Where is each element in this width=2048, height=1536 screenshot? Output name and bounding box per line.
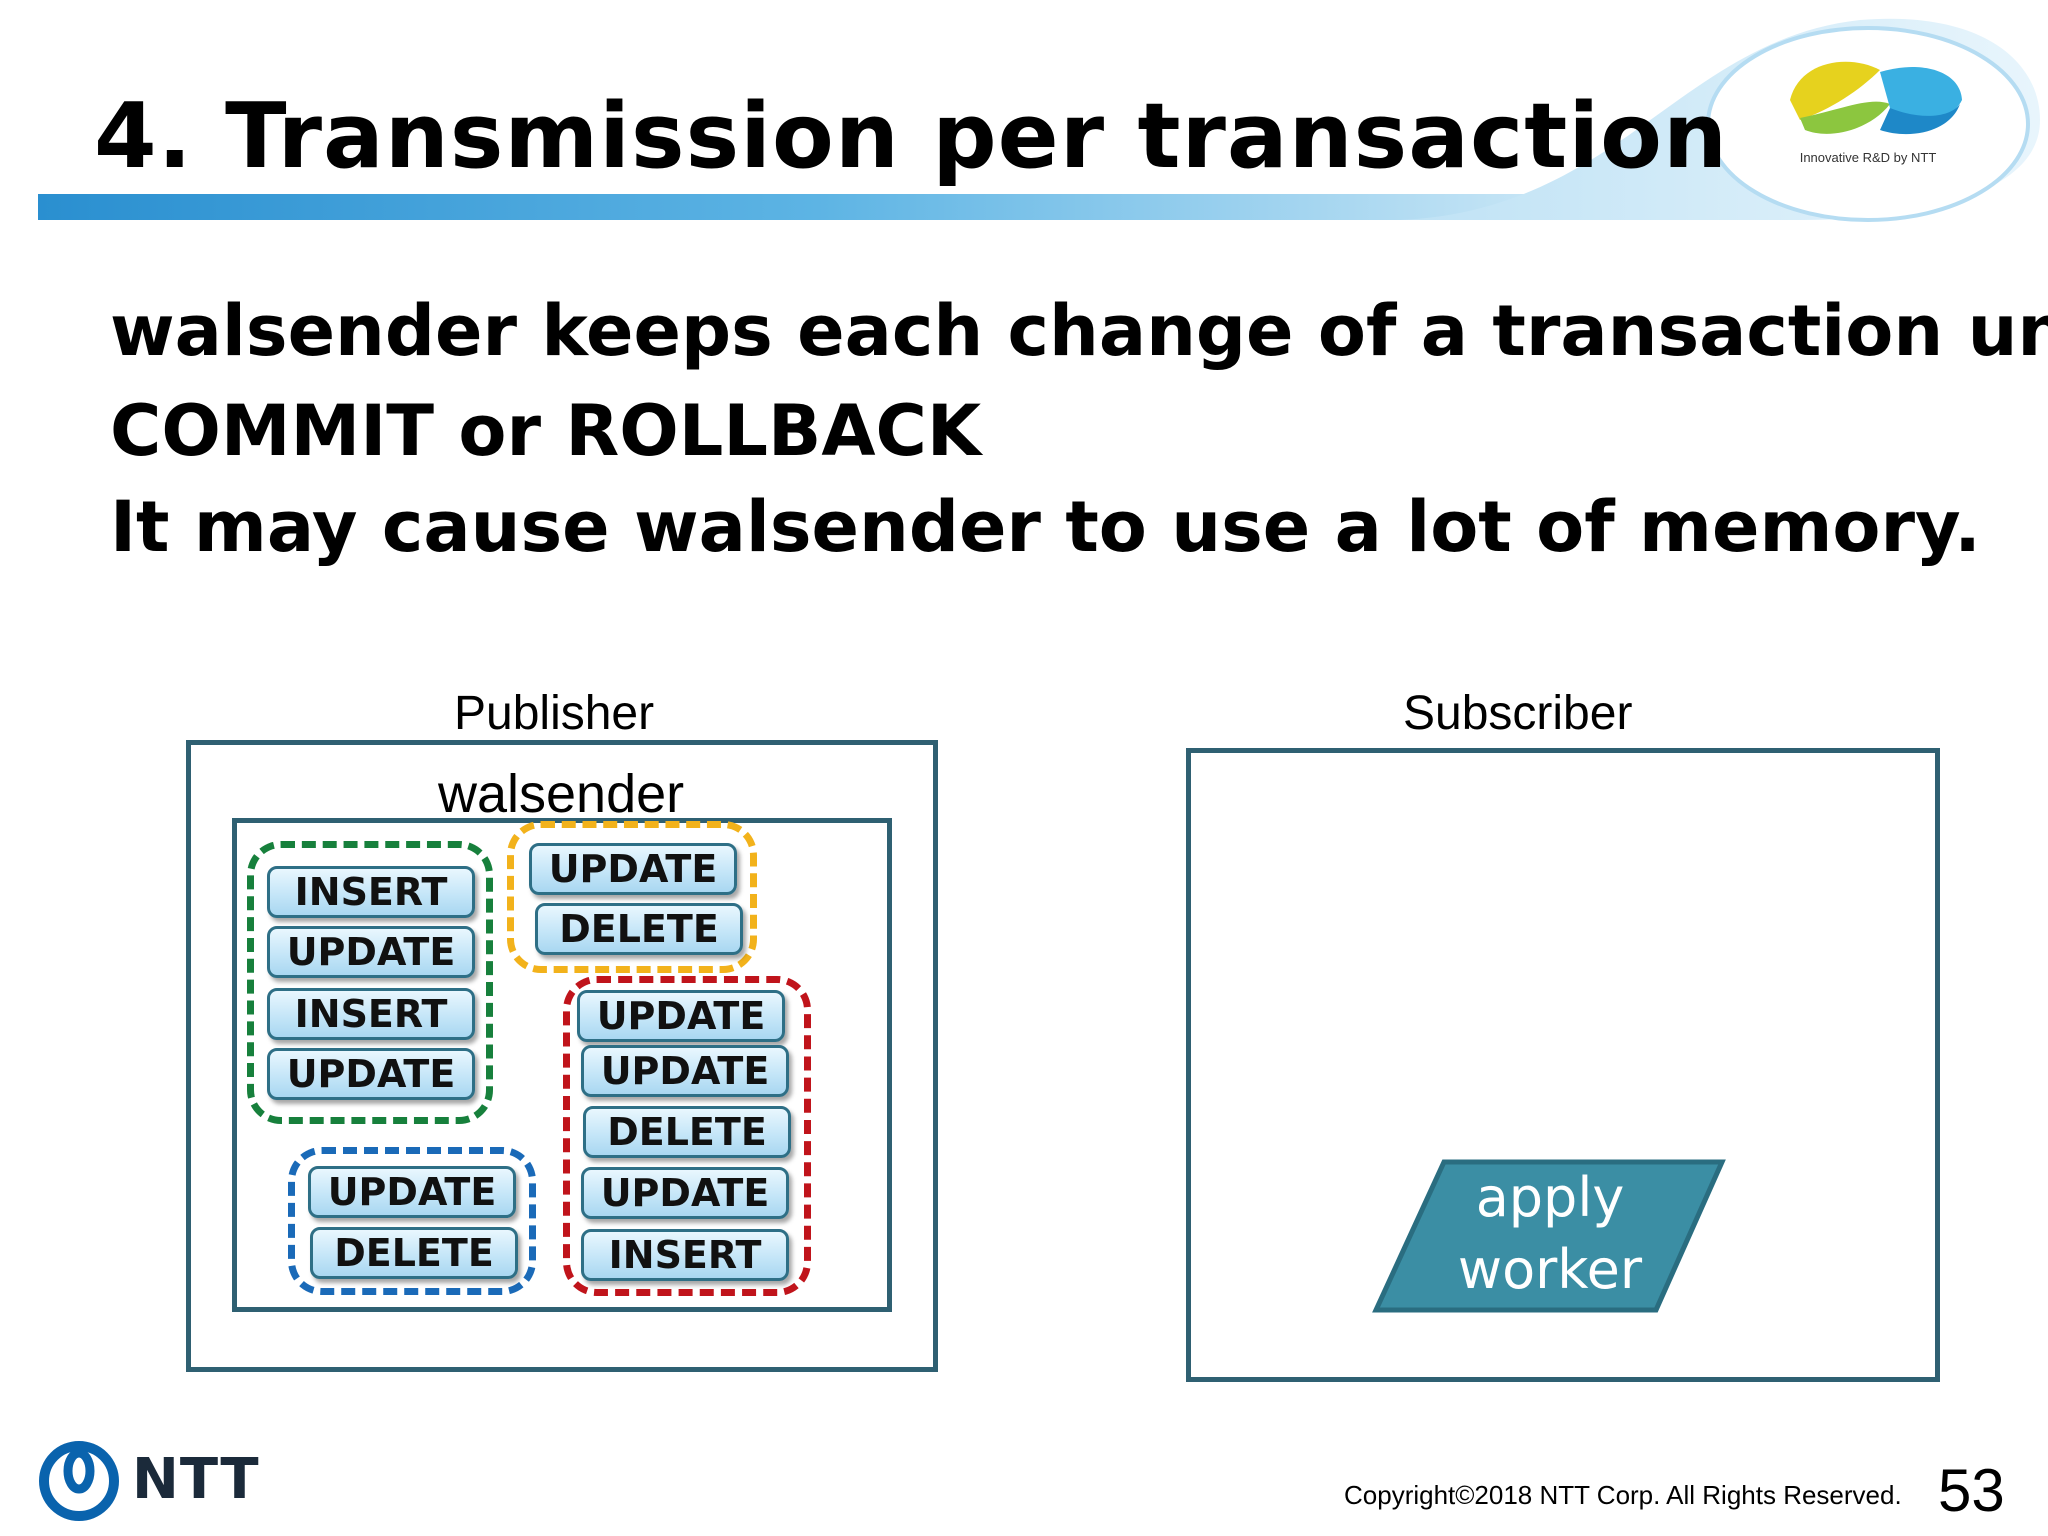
apply-worker-label: apply worker (1440, 1162, 1660, 1306)
change-pill: UPDATE (308, 1166, 516, 1218)
apply-worker-shape (1372, 1159, 1726, 1313)
logo-tagline: Innovative R&D by NTT (1800, 150, 1937, 165)
transaction-group-green (247, 841, 493, 1124)
header-bar (38, 194, 1598, 220)
copyright-text: Copyright©2018 NTT Corp. All Rights Rese… (1344, 1480, 1902, 1510)
ntt-rd-logo-icon (1790, 61, 1962, 135)
transaction-group-blue (288, 1147, 536, 1295)
change-pill: INSERT (581, 1229, 789, 1281)
change-pill: UPDATE (529, 843, 737, 895)
change-pill: UPDATE (267, 1048, 475, 1100)
change-pill: UPDATE (267, 926, 475, 978)
change-pill: UPDATE (581, 1045, 789, 1097)
change-pill: UPDATE (577, 990, 785, 1042)
body-text-1: walsender keeps each change of a transac… (110, 281, 2048, 481)
publisher-box (186, 740, 938, 1372)
change-pill: DELETE (310, 1227, 518, 1279)
ntt-logo-icon (39, 1441, 119, 1521)
body-line-1: walsender keeps each change of a transac… (110, 290, 2048, 372)
subscriber-box (1186, 748, 1940, 1382)
apply-worker-line-1: apply (1475, 1166, 1625, 1229)
change-pill: INSERT (267, 866, 475, 918)
change-pill: INSERT (267, 988, 475, 1040)
subscriber-label: Subscriber (1403, 687, 1633, 740)
page-number: 53 (1938, 1457, 2005, 1524)
logo-ellipse (1706, 26, 2030, 222)
transaction-group-red (563, 976, 811, 1296)
ntt-brand-text: NTT (132, 1447, 260, 1512)
change-pill: UPDATE (581, 1167, 789, 1219)
change-pill: DELETE (535, 903, 743, 955)
walsender-label: walsender (438, 764, 685, 824)
transaction-group-yellow (507, 821, 757, 973)
header-banner: Innovative R&D by NTT (38, 18, 2040, 222)
change-pill: DELETE (583, 1106, 791, 1158)
publisher-label: Publisher (454, 687, 655, 740)
walsender-box: INSERT UPDATE INSERT UPDATE UPDATE DELET… (232, 818, 892, 1312)
page-title: 4. Transmission per transaction (94, 84, 1729, 189)
apply-worker-line-2: worker (1457, 1238, 1643, 1301)
body-text-2: It may cause walsender to use a lot of m… (110, 486, 1981, 568)
body-line-2: COMMIT or ROLLBACK (110, 390, 982, 472)
